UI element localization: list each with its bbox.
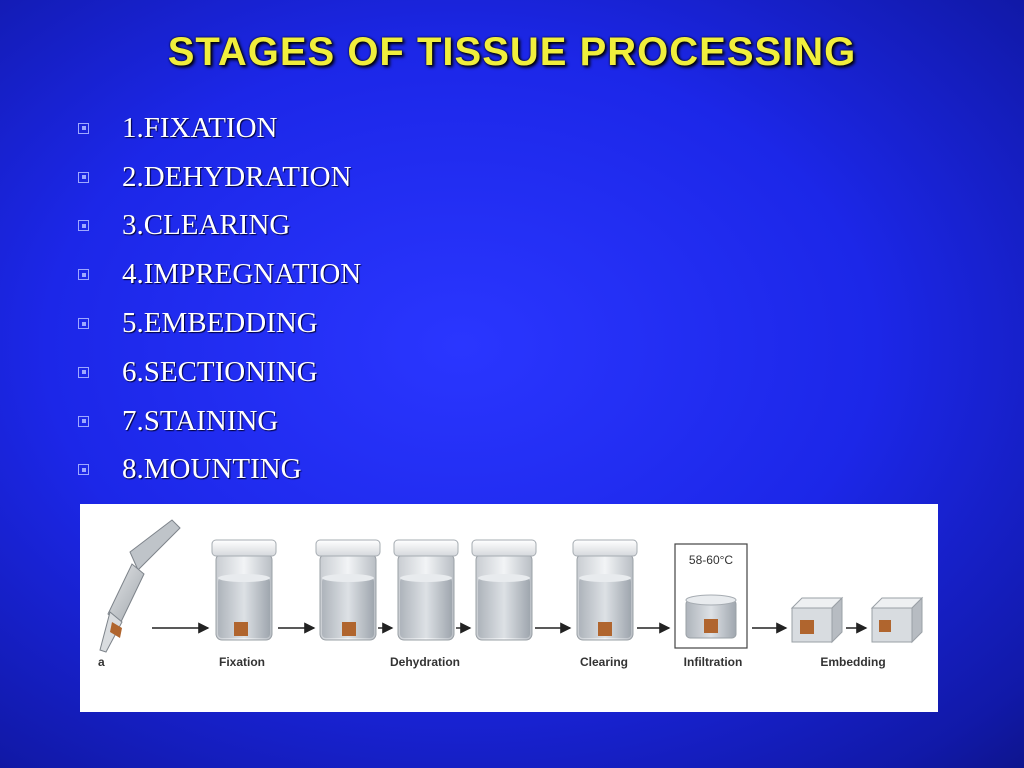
slide-title: STAGES OF TISSUE PROCESSING	[167, 30, 857, 74]
infiltration-oven-icon: 58-60°C	[674, 543, 748, 649]
list-item: 4.IMPREGNATION	[78, 250, 361, 299]
caption-fixation: Fixation	[219, 655, 265, 669]
square-bullet-icon	[78, 318, 89, 330]
dehydration-jar-icon	[471, 539, 537, 641]
list-item-text: 1.FIXATION	[122, 111, 278, 144]
list-item: 8.MOUNTING	[78, 446, 361, 495]
process-diagram: 58-60°C a	[98, 519, 924, 669]
clearing-jar-icon	[572, 539, 638, 641]
list-item: 2.DEHYDRATION	[78, 153, 361, 202]
dehydration-jar-icon	[315, 539, 381, 641]
fixation-jar-icon	[211, 539, 277, 641]
square-bullet-icon	[78, 464, 89, 476]
list-item-text: 3.CLEARING	[122, 209, 291, 242]
panel-letter: a	[98, 655, 105, 669]
embedding-block-icon	[790, 596, 844, 644]
list-item: 6.SECTIONING	[78, 348, 361, 397]
square-bullet-icon	[78, 415, 89, 427]
stage-list: 1.FIXATION 2.DEHYDRATION 3.CLEARING 4.IM…	[78, 104, 361, 494]
list-item-text: 5.EMBEDDING	[122, 307, 318, 340]
square-bullet-icon	[78, 269, 89, 281]
scalpel-icon	[99, 519, 181, 653]
list-item-text: 6.SECTIONING	[122, 355, 318, 388]
caption-clearing: Clearing	[580, 655, 628, 669]
list-item: 3.CLEARING	[78, 202, 361, 251]
list-item-text: 4.IMPREGNATION	[122, 258, 362, 291]
caption-embedding: Embedding	[820, 655, 885, 669]
square-bullet-icon	[78, 171, 89, 183]
caption-infiltration: Infiltration	[684, 655, 743, 669]
embedding-block-icon	[870, 596, 924, 644]
square-bullet-icon	[78, 220, 89, 232]
list-item: 1.FIXATION	[78, 104, 361, 153]
list-item: 5.EMBEDDING	[78, 299, 361, 348]
list-item-text: 2.DEHYDRATION	[122, 160, 352, 193]
square-bullet-icon	[78, 122, 89, 134]
list-item: 7.STAINING	[78, 397, 361, 446]
list-item-text: 7.STAINING	[122, 404, 279, 437]
temperature-label: 58-60°C	[689, 553, 733, 567]
square-bullet-icon	[78, 366, 89, 378]
caption-dehydration: Dehydration	[390, 655, 460, 669]
list-item-text: 8.MOUNTING	[122, 453, 302, 486]
tissue-processing-figure: 58-60°C a	[80, 504, 938, 712]
dehydration-jar-icon	[393, 539, 459, 641]
